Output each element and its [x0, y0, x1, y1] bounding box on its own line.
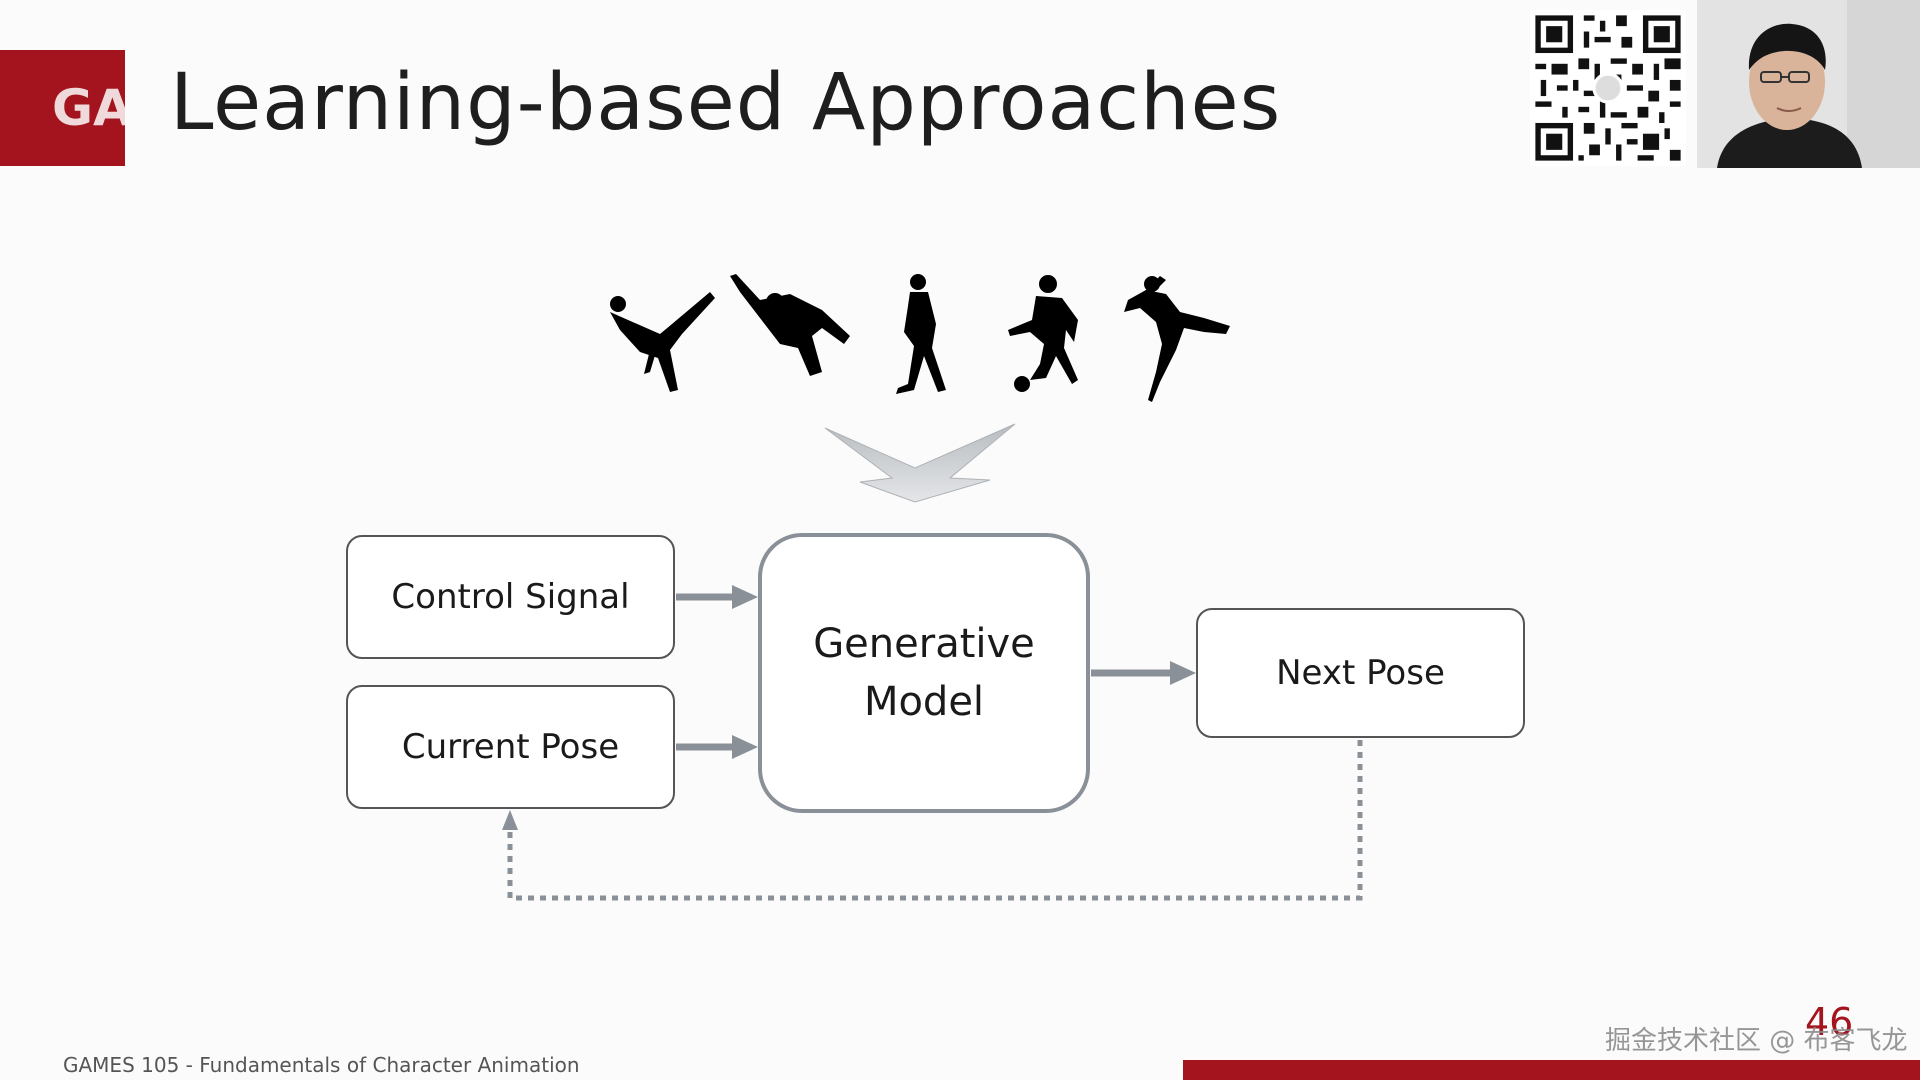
games-logo: GA	[0, 50, 125, 166]
generative-model-box: Generative Model	[758, 533, 1090, 813]
generative-model-label-line1: Generative	[813, 621, 1035, 667]
breakdance-icon	[610, 292, 715, 392]
qr-code-icon	[1530, 10, 1686, 166]
control-signal-label: Control Signal	[391, 577, 630, 617]
motion-silhouettes	[610, 274, 1230, 402]
flying-kick-icon	[730, 274, 850, 376]
next-arrowhead-icon	[1170, 661, 1196, 685]
slide-title: Learning-based Approaches	[170, 58, 1282, 148]
next-pose-label: Next Pose	[1276, 653, 1445, 693]
control-signal-box: Control Signal	[346, 535, 675, 659]
dance-leap-icon	[1124, 276, 1230, 402]
current-pose-label: Current Pose	[401, 727, 620, 767]
presenter-webcam	[1697, 0, 1920, 168]
presenter-avatar-icon	[1697, 0, 1920, 168]
watermark: 掘金技术社区 @ 布客飞龙	[1605, 1026, 1908, 1056]
converge-arrow-icon	[824, 423, 1016, 503]
footer-accent-bar	[1183, 1060, 1920, 1080]
feedback-arrowhead-icon	[502, 810, 518, 830]
current-pose-box: Current Pose	[346, 685, 675, 809]
next-pose-box: Next Pose	[1196, 608, 1525, 738]
page-number: 46	[1805, 1000, 1854, 1044]
control-arrowhead-icon	[732, 585, 758, 609]
logo-text: GA	[52, 79, 125, 137]
soccer-icon	[1008, 275, 1078, 392]
walking-icon	[896, 274, 946, 394]
course-footer: GAMES 105 - Fundamentals of Character An…	[63, 1053, 580, 1077]
generative-model-label-line2: Model	[863, 679, 985, 725]
current-arrowhead-icon	[732, 735, 758, 759]
